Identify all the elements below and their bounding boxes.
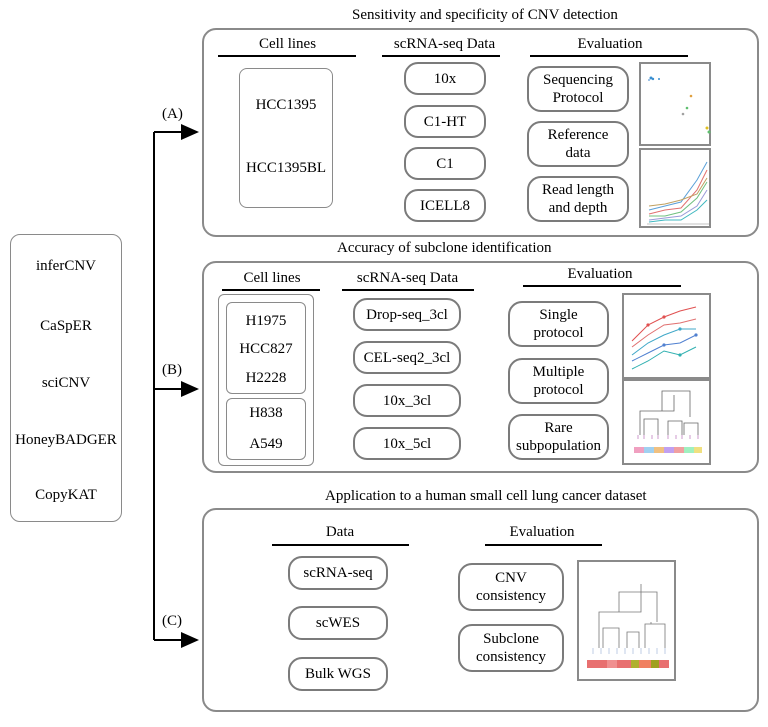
method-CopyKAT: CopyKAT xyxy=(35,487,97,503)
panel-b-dendrogram-thumbnail xyxy=(622,379,711,465)
method-sciCNV: sciCNV xyxy=(41,375,91,391)
panel-b-cell-heading: Cell lines xyxy=(243,270,301,286)
branch-label-b: (B) xyxy=(162,362,182,378)
data-scrna-seq: scRNA-seq xyxy=(288,556,388,590)
data-bulk-wgs: Bulk WGS xyxy=(288,657,388,691)
method-HoneyBADGER: HoneyBADGER xyxy=(15,432,117,448)
method-inferCNV: inferCNV xyxy=(36,258,96,274)
methods-box xyxy=(10,234,122,522)
panel-b-cell-rule xyxy=(222,289,320,291)
cell-line-hcc827: HCC827 xyxy=(239,341,293,357)
panel-a-cell-heading: Cell lines xyxy=(258,36,317,52)
eval-read-length-depth: Read length and depth xyxy=(527,176,629,222)
cell-line-hcc1395: HCC1395 xyxy=(255,97,317,113)
eval-reference-data: Reference data xyxy=(527,121,629,167)
panel-a-data-rule xyxy=(382,55,500,57)
panel-a-cell-rule xyxy=(218,55,356,57)
eval-subclone-consistency: Subclone consistency xyxy=(458,624,564,672)
panel-a-eval-heading: Evaluation xyxy=(577,36,643,52)
panel-c-title: Application to a human small cell lung c… xyxy=(325,488,647,504)
cell-line-hcc1395bl: HCC1395BL xyxy=(245,160,326,176)
panel-a-scatter-thumbnail xyxy=(639,62,711,146)
panel-c-data-rule xyxy=(272,544,409,546)
panel-a-eval-rule xyxy=(530,55,688,57)
cell-line-h2228: H2228 xyxy=(245,370,287,386)
panel-b-cell-group2-box xyxy=(226,398,306,460)
panel-b-data-heading: scRNA-seq Data xyxy=(356,270,459,286)
data-10x: 10x xyxy=(404,62,486,95)
panel-b-title: Accuracy of subclone identification xyxy=(337,240,552,256)
eval-rare-subpopulation: Rare subpopulation xyxy=(508,414,609,460)
data-icell8: ICELL8 xyxy=(404,189,486,222)
data-10x-3cl: 10x_3cl xyxy=(353,384,461,417)
data-10x-5cl: 10x_5cl xyxy=(353,427,461,460)
eval-sequencing-protocol: Sequencing Protocol xyxy=(527,66,629,112)
cell-line-a549: A549 xyxy=(249,436,283,452)
data-scwes: scWES xyxy=(288,606,388,640)
cell-line-h838: H838 xyxy=(249,405,283,421)
panel-a-data-heading: scRNA-seq Data xyxy=(393,36,496,52)
panel-c-eval-heading: Evaluation xyxy=(509,524,575,540)
branch-label-c: (C) xyxy=(162,613,182,629)
panel-b-eval-rule xyxy=(523,285,681,287)
data-c1: C1 xyxy=(404,147,486,180)
data-cel-seq2-3cl: CEL-seq2_3cl xyxy=(353,341,461,374)
eval-cnv-consistency: CNV consistency xyxy=(458,563,564,611)
panel-c-dendrogram-thumbnail xyxy=(577,560,676,681)
panel-b-cell-group1-box xyxy=(226,302,306,394)
cell-line-h1975: H1975 xyxy=(245,313,287,329)
panel-c-data-heading: Data xyxy=(325,524,355,540)
panel-a-cell-box xyxy=(239,68,333,208)
branch-label-a: (A) xyxy=(162,106,183,122)
panel-c-eval-rule xyxy=(485,544,602,546)
eval-multiple-protocol: Multiple protocol xyxy=(508,358,609,404)
data-c1-ht: C1-HT xyxy=(404,105,486,138)
panel-b-data-rule xyxy=(342,289,474,291)
panel-b-eval-heading: Evaluation xyxy=(567,266,633,282)
eval-single-protocol: Single protocol xyxy=(508,301,609,347)
method-CaSpER: CaSpER xyxy=(40,318,92,334)
panel-a-line-thumbnail xyxy=(639,148,711,228)
panel-a-title: Sensitivity and specificity of CNV detec… xyxy=(352,7,618,23)
panel-b-line-thumbnail xyxy=(622,293,711,379)
data-drop-seq-3cl: Drop-seq_3cl xyxy=(353,298,461,331)
